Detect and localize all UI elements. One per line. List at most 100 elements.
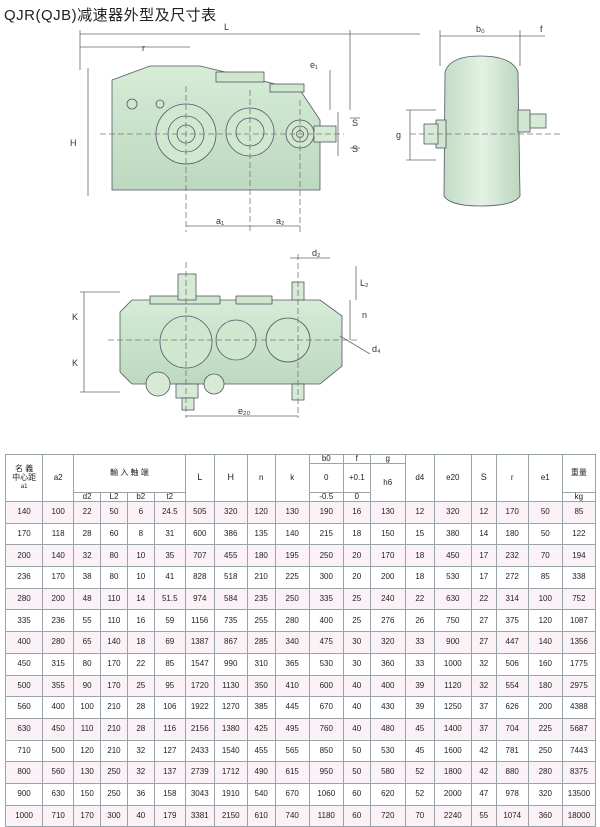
table-cell: 110: [73, 717, 102, 741]
table-cell: 236: [4, 566, 44, 589]
table-cell: 1356: [561, 631, 597, 654]
table-cell: 314: [495, 587, 529, 611]
table-cell: 24.5: [153, 501, 186, 524]
table-cell: 300: [308, 566, 344, 589]
table-cell: 565: [274, 739, 310, 763]
table-cell: 1250: [433, 696, 472, 719]
table-cell: 480: [369, 717, 406, 741]
table-cell: 978: [495, 782, 529, 806]
table-cell: 400: [369, 674, 406, 698]
table-cell: 450: [4, 652, 44, 676]
table-cell: 355: [42, 674, 75, 698]
table-cell: 584: [213, 587, 248, 611]
table-cell: 500: [42, 739, 75, 763]
table-cell: 1387: [184, 631, 215, 654]
table-cell: 630: [4, 717, 44, 741]
table-cell: 31: [153, 522, 186, 546]
table-cell: 70: [527, 544, 563, 568]
table-cell: 240: [369, 587, 406, 611]
table-cell: 40: [342, 674, 371, 698]
table-cell: 990: [213, 652, 248, 676]
table-cell: 335: [4, 609, 44, 633]
table-cell: 365: [274, 652, 310, 676]
table-cell: 100: [42, 501, 75, 524]
table-cell: 42: [470, 761, 497, 784]
dim-label-n: n: [362, 310, 367, 320]
table-cell: 50: [527, 501, 563, 524]
table-cell: 3381: [184, 804, 215, 827]
table-cell: 750: [433, 609, 472, 633]
table-cell: 2433: [184, 739, 215, 763]
table-cell: 600: [308, 674, 344, 698]
table-cell: 554: [495, 674, 529, 698]
table-cell: 90: [73, 674, 102, 698]
header-b0-upper-tol: 0: [308, 463, 344, 493]
table-cell: 17: [470, 566, 497, 589]
front-view: [79, 30, 420, 232]
table-cell: 118: [42, 522, 75, 546]
table-cell: 130: [369, 501, 406, 524]
table-cell: 28: [126, 717, 155, 741]
table-cell: 18000: [561, 804, 597, 827]
header-a2: a2: [42, 454, 75, 502]
table-cell: 12: [404, 501, 435, 524]
table-cell: 40: [342, 717, 371, 741]
table-cell: 360: [369, 652, 406, 676]
table-cell: 8375: [561, 761, 597, 784]
table-cell: 140: [527, 631, 563, 654]
table-cell: 280: [4, 587, 44, 611]
table-cell: 30: [342, 652, 371, 676]
table-cell: 32: [470, 674, 497, 698]
table-cell: 48: [73, 587, 102, 611]
table-cell: 735: [213, 609, 248, 633]
table-cell: 215: [308, 522, 344, 546]
table-cell: 40: [342, 696, 371, 719]
table-cell: 630: [433, 587, 472, 611]
table-cell: 560: [42, 761, 75, 784]
table-cell: 180: [495, 522, 529, 546]
table-cell: 2240: [433, 804, 472, 827]
table-cell: 1000: [4, 804, 44, 827]
table-cell: 18: [404, 566, 435, 589]
table-cell: 340: [274, 631, 310, 654]
table-cell: 20: [342, 544, 371, 568]
table-cell: 22: [73, 501, 102, 524]
table-cell: 250: [100, 761, 128, 784]
table-cell: 32: [73, 544, 102, 568]
header-n: n: [246, 454, 276, 502]
table-cell: 37: [470, 696, 497, 719]
header-k: k: [274, 454, 310, 502]
header-d4: d4: [404, 454, 435, 502]
table-cell: 26: [404, 609, 435, 633]
table-cell: 32: [126, 761, 155, 784]
dim-label-L2: L₂: [360, 278, 369, 288]
table-cell: 828: [184, 566, 215, 589]
table-cell: 27: [470, 609, 497, 633]
table-cell: 1087: [561, 609, 597, 633]
side-view: [406, 30, 560, 207]
table-cell: 225: [274, 566, 310, 589]
table-cell: 710: [42, 804, 75, 827]
table-cell: 194: [561, 544, 597, 568]
header-f: f: [342, 453, 371, 465]
table-cell: 100: [527, 587, 563, 611]
table-cell: 225: [527, 717, 563, 741]
table-cell: 610: [246, 804, 276, 827]
table-cell: 4388: [561, 696, 597, 719]
table-cell: 140: [274, 522, 310, 546]
table-cell: 36: [126, 782, 155, 806]
table-cell: 781: [495, 739, 529, 763]
table-cell: 6: [126, 501, 155, 524]
table-cell: 250: [274, 587, 310, 611]
table-cell: 2975: [561, 674, 597, 698]
table-cell: 210: [100, 739, 128, 763]
table-cell: 455: [213, 544, 248, 568]
